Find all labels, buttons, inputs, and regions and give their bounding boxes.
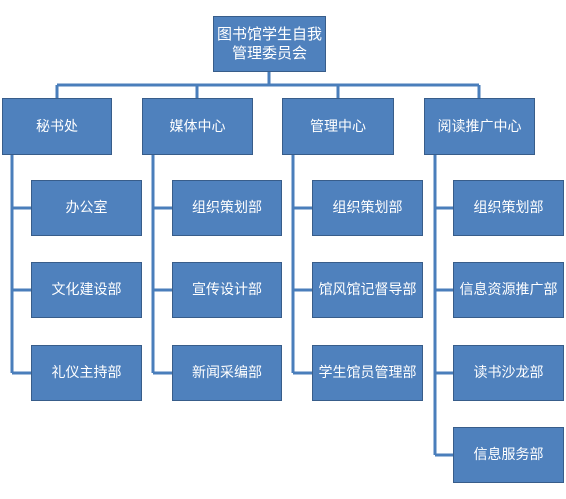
root-title-line-2: 管理委员会 [231,44,307,62]
sub-label: 馆风馆记督导部 [318,282,417,298]
dept-node: 媒体中心 [142,98,253,155]
dept-label: 媒体中心 [169,118,226,135]
sub-label: 组织策划部 [332,200,403,216]
sub-node: 文化建设部 [31,262,142,318]
root-node: 图书馆学生自我 管理委员会 [213,16,326,72]
sub-label: 新闻采编部 [192,365,262,381]
sub-label: 信息资源推广部 [459,282,558,298]
sub-label: 组织策划部 [192,200,262,216]
sub-node: 办公室 [31,180,142,236]
sub-node: 组织策划部 [312,180,423,236]
dept-label: 管理中心 [310,118,366,135]
sub-node: 新闻采编部 [172,345,282,401]
sub-node: 组织策划部 [453,180,564,236]
dept-node: 管理中心 [282,98,394,155]
sub-label: 文化建设部 [51,282,122,298]
sub-node: 礼仪主持部 [31,345,142,401]
sub-label: 组织策划部 [473,200,544,216]
dept-node: 阅读推广中心 [424,98,535,155]
sub-node: 组织策划部 [172,180,282,236]
sub-node: 信息资源推广部 [453,262,564,318]
sub-node: 学生馆员管理部 [312,345,423,401]
sub-node: 馆风馆记督导部 [312,262,423,318]
sub-label: 读书沙龙部 [473,365,544,381]
dept-label: 阅读推广中心 [437,118,522,135]
sub-node: 读书沙龙部 [453,345,564,401]
sub-label: 宣传设计部 [192,282,262,298]
sub-label: 学生馆员管理部 [318,365,417,381]
sub-node: 宣传设计部 [172,262,282,318]
sub-label: 办公室 [65,200,108,216]
dept-node: 秘书处 [2,98,112,155]
dept-label: 秘书处 [36,118,78,135]
root-title-line-1: 图书馆学生自我 [216,25,322,43]
sub-node: 信息服务部 [453,427,564,483]
sub-label: 礼仪主持部 [51,365,122,381]
sub-label: 信息服务部 [473,447,544,463]
